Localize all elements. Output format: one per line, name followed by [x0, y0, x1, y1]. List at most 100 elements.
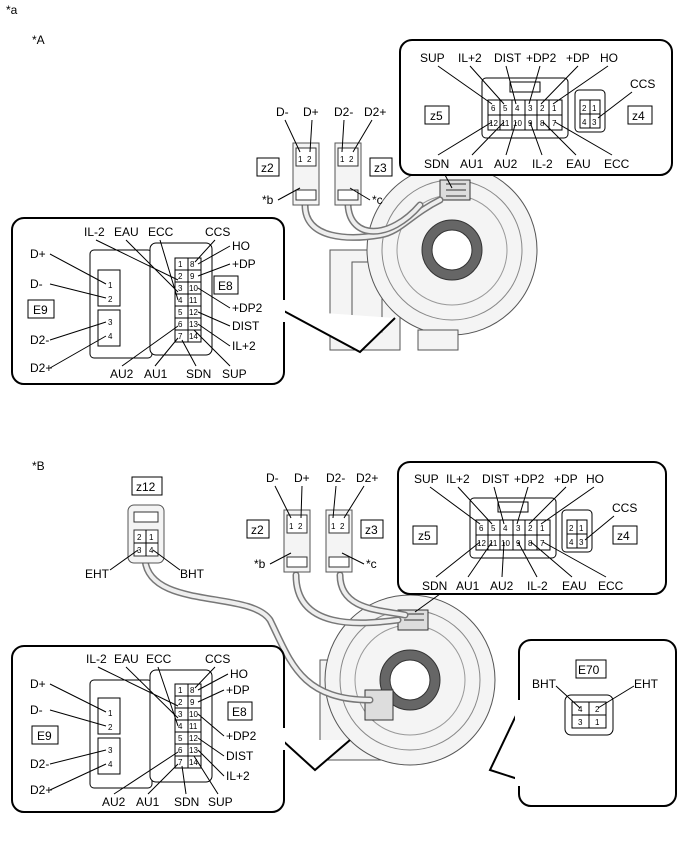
z3-pin-d2-plus: D2+: [364, 105, 386, 119]
svg-text:14: 14: [189, 332, 198, 341]
e8-pin-grid-a: 1 2 3 4 5 6 7 8 9 10 11 12 13 14: [174, 257, 202, 343]
svg-text:1: 1: [178, 686, 183, 695]
svg-text:+DP: +DP: [232, 257, 256, 271]
z2-pin-d-plus: D+: [303, 105, 319, 119]
svg-text:2: 2: [569, 524, 574, 533]
z4-ccs-label-b: CCS: [612, 501, 637, 515]
svg-text:2: 2: [582, 104, 587, 113]
svg-text:10: 10: [513, 119, 522, 128]
svg-text:1: 1: [579, 524, 584, 533]
svg-text:SUP: SUP: [222, 367, 247, 381]
svg-text:SUP: SUP: [420, 51, 445, 65]
svg-text:13: 13: [189, 746, 198, 755]
svg-text:IL-2: IL-2: [532, 157, 553, 171]
svg-text:9: 9: [190, 272, 195, 281]
svg-text:D2+: D2+: [30, 783, 52, 797]
svg-text:HO: HO: [586, 472, 604, 486]
e8-tag-b: E8: [232, 705, 247, 719]
z4-ccs-label-a: CCS: [630, 77, 655, 91]
svg-text:3: 3: [137, 546, 142, 555]
svg-text:1: 1: [108, 709, 113, 718]
svg-text:ECC: ECC: [148, 225, 174, 239]
svg-text:D2-: D2-: [30, 757, 49, 771]
svg-text:D+: D+: [30, 247, 46, 261]
e70-bht-label: BHT: [532, 677, 557, 691]
svg-text:IL-2: IL-2: [527, 579, 548, 593]
svg-text:3: 3: [178, 710, 183, 719]
svg-text:11: 11: [501, 119, 510, 128]
svg-text:6: 6: [178, 320, 183, 329]
svg-text:10: 10: [501, 539, 510, 548]
svg-text:SUP: SUP: [414, 472, 439, 486]
svg-text:+DP: +DP: [566, 51, 590, 65]
svg-text:SUP: SUP: [208, 795, 233, 809]
connector-z2-b: 1 2: [283, 509, 311, 573]
svg-text:3: 3: [578, 718, 583, 727]
z3-tag-box-a: [369, 157, 393, 177]
svg-text:DIST: DIST: [232, 319, 260, 333]
svg-text:8: 8: [528, 539, 533, 548]
svg-text:3: 3: [178, 284, 183, 293]
svg-text:5: 5: [491, 524, 496, 533]
z12-eht-label: EHT: [85, 567, 110, 581]
e8-pin-grid-b: 1 2 3 4 5 6 7 8 9 10 11 12 13 14: [174, 683, 202, 769]
svg-text:DIST: DIST: [482, 472, 510, 486]
svg-text:4: 4: [108, 332, 113, 341]
svg-text:4: 4: [149, 546, 154, 555]
svg-text:1: 1: [298, 155, 303, 164]
svg-text:2: 2: [178, 272, 183, 281]
svg-text:EAU: EAU: [114, 225, 139, 239]
svg-text:D+: D+: [30, 677, 46, 691]
sub-c-label-a: *c: [372, 193, 383, 207]
svg-text:8: 8: [190, 260, 195, 269]
z5-tag-b: z5: [418, 529, 431, 543]
svg-text:1: 1: [592, 104, 597, 113]
svg-text:7: 7: [540, 539, 545, 548]
e9-tag-a: E9: [33, 303, 48, 317]
svg-text:1: 1: [108, 281, 113, 290]
svg-text:ECC: ECC: [598, 579, 624, 593]
svg-text:4: 4: [578, 705, 583, 714]
svg-text:12: 12: [189, 308, 198, 317]
e8-tag-a: E8: [218, 279, 233, 293]
svg-text:4: 4: [178, 722, 183, 731]
svg-text:2: 2: [178, 698, 183, 707]
z4-tag-a: z4: [632, 109, 645, 123]
svg-text:12: 12: [189, 734, 198, 743]
z3-pin-d2-minus-b: D2-: [326, 471, 345, 485]
svg-text:1: 1: [178, 260, 183, 269]
connector-z2-a: 1 2: [292, 142, 320, 206]
e9-tag-b: E9: [37, 729, 52, 743]
svg-text:3: 3: [108, 318, 113, 327]
svg-text:1: 1: [595, 718, 600, 727]
svg-text:13: 13: [189, 320, 198, 329]
svg-text:5: 5: [503, 104, 508, 113]
svg-text:6: 6: [491, 104, 496, 113]
svg-text:4: 4: [569, 538, 574, 547]
e70-eht-label: EHT: [634, 677, 659, 691]
svg-text:2: 2: [307, 155, 312, 164]
svg-text:IL-2: IL-2: [86, 652, 107, 666]
svg-text:SDN: SDN: [186, 367, 211, 381]
svg-text:ECC: ECC: [604, 157, 630, 171]
z5-pin-grid-b: 6 5 4 3 2 1 12 11 10 9 8 7: [475, 519, 551, 551]
z3-tag-b: z3: [365, 523, 378, 537]
svg-text:2: 2: [340, 522, 345, 531]
svg-text:AU2: AU2: [494, 157, 518, 171]
z2-pin-d-minus: D-: [276, 105, 289, 119]
svg-text:IL+2: IL+2: [226, 769, 250, 783]
svg-text:HO: HO: [230, 667, 248, 681]
svg-text:IL-2: IL-2: [84, 225, 105, 239]
svg-text:1: 1: [540, 524, 545, 533]
z3-pin-d2-minus: D2-: [334, 105, 353, 119]
svg-text:10: 10: [189, 710, 198, 719]
z4-tag-b: z4: [617, 529, 630, 543]
sub-b-label-b: *b: [254, 557, 266, 571]
svg-text:2: 2: [349, 155, 354, 164]
svg-text:EAU: EAU: [566, 157, 591, 171]
svg-text:3: 3: [516, 524, 521, 533]
svg-text:7: 7: [178, 332, 183, 341]
svg-text:5: 5: [178, 734, 183, 743]
z5-z4-callout-b: 6 5 4 3 2 1 12 11 10 9 8 7 2 1 4 3: [397, 461, 667, 613]
z4-pin-grid-b: 2 1 4 3: [566, 519, 588, 549]
